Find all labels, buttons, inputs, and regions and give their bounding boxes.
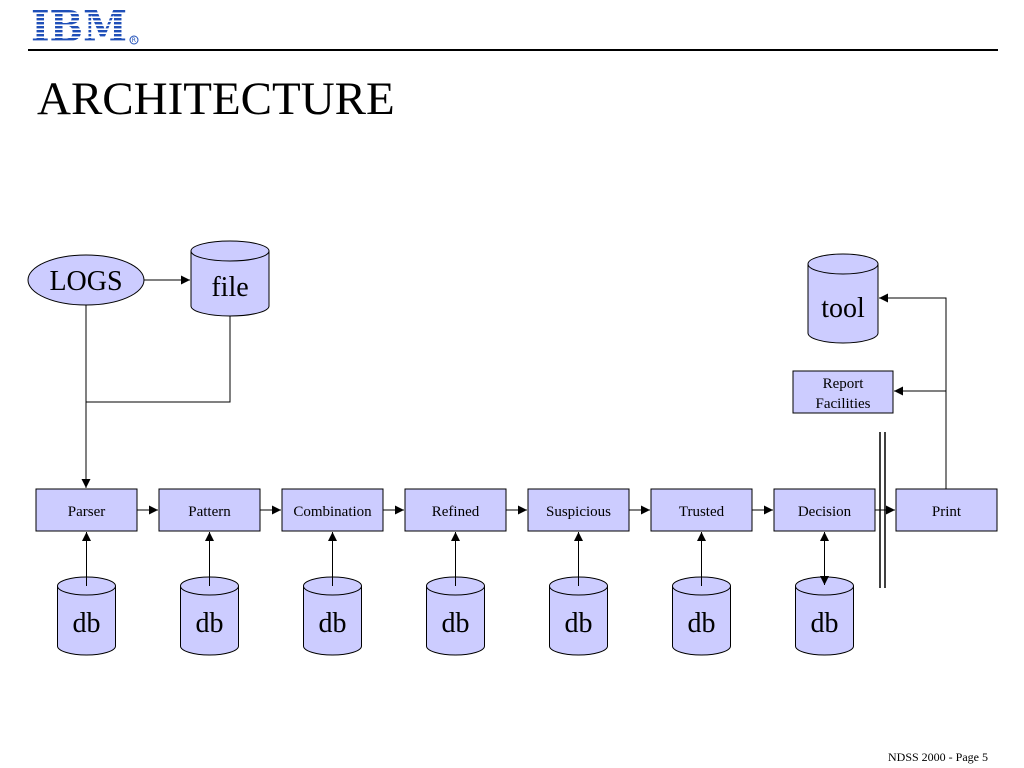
db-cylinder: db	[549, 576, 608, 656]
print-to-tool-arrow	[879, 293, 947, 489]
stage-label: Print	[932, 504, 962, 520]
pipeline-arrows	[82, 505, 895, 586]
stage-trusted: Trusted	[650, 488, 753, 532]
footer-page-label: NDSS 2000 - Page 5	[887, 750, 988, 764]
stage-label: Combination	[293, 504, 372, 520]
db-cylinder: db	[672, 576, 731, 656]
tool-label: tool	[821, 293, 865, 324]
stage-label: Parser	[68, 504, 106, 520]
db-label: db	[196, 608, 224, 639]
tool-cylinder: tool	[807, 253, 879, 344]
stage-label: Suspicious	[546, 504, 611, 520]
db-label: db	[565, 608, 593, 639]
output-connectors	[879, 293, 947, 489]
stage-pattern: Pattern	[158, 488, 261, 532]
stage-label: Decision	[798, 504, 852, 520]
db-cylinder: db	[180, 576, 239, 656]
logs-node: LOGS	[27, 254, 145, 306]
page-title: ARCHITECTURE	[37, 73, 395, 125]
db-cylinder: db	[303, 576, 362, 656]
db-cylinders: db db db db db db db	[57, 576, 854, 656]
stage-refined: Refined	[404, 488, 507, 532]
file-label: file	[211, 272, 248, 303]
db-cylinder: db	[57, 576, 116, 656]
stage-parser: Parser	[35, 488, 138, 532]
db-label: db	[319, 608, 347, 639]
stage-suspicious: Suspicious	[527, 488, 630, 532]
db-label: db	[442, 608, 470, 639]
ibm-logo: IBM R	[30, 6, 140, 46]
stage-combination: Combination	[281, 488, 384, 532]
ibm-logo-icon: IBM R	[31, 6, 139, 46]
report-facilities-box: Report Facilities	[792, 370, 894, 414]
pipeline-stages: Parser Pattern Combination Refined Suspiciou…	[35, 488, 998, 532]
db-label: db	[811, 608, 839, 639]
stage-label: Refined	[432, 504, 480, 520]
stage-print: Print	[895, 488, 998, 532]
stage-decision: Decision	[773, 488, 876, 532]
db-label: db	[73, 608, 101, 639]
logs-label: LOGS	[49, 266, 122, 297]
db-cylinder: db	[795, 576, 854, 656]
db-label: db	[688, 608, 716, 639]
svg-text:R: R	[132, 37, 136, 44]
input-connectors	[81, 275, 231, 488]
report-label-line-2: Facilities	[816, 396, 871, 412]
db-cylinder: db	[426, 576, 485, 656]
stage-label: Trusted	[679, 504, 725, 520]
stage-label: Pattern	[188, 504, 231, 520]
report-label-line-1: Report	[823, 376, 865, 392]
file-cylinder: file	[190, 240, 270, 317]
svg-text:IBM: IBM	[31, 6, 127, 46]
header-divider	[28, 49, 998, 51]
file-to-parser-line	[86, 316, 231, 403]
